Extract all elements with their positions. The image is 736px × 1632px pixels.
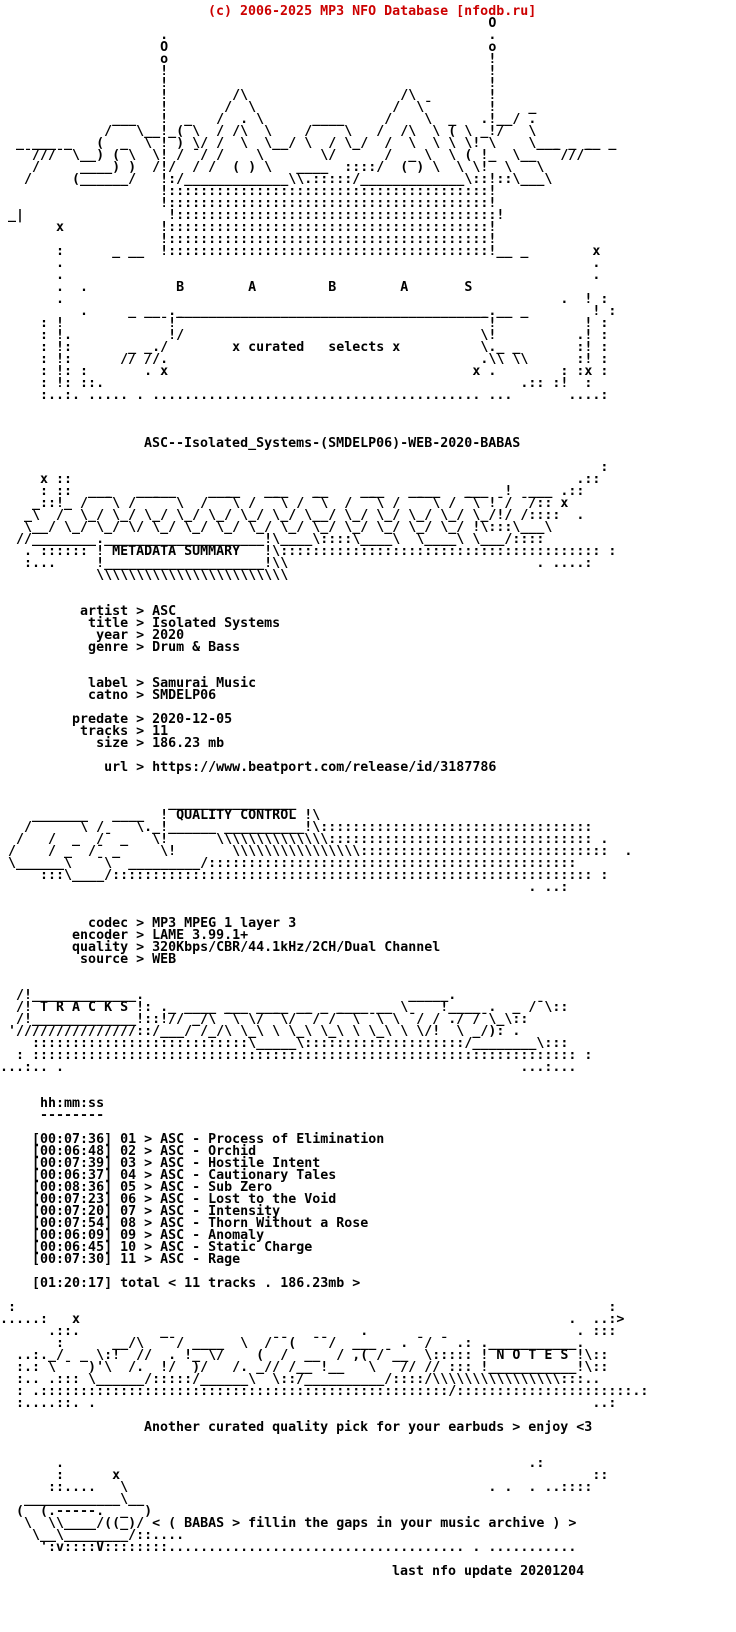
metadata-fields: artist > ASC title > Isolated Systems ye… bbox=[72, 604, 497, 775]
logo-art: O . . O o o ! bbox=[8, 16, 617, 403]
release-name: ASC--Isolated_Systems-(SMDELP06)-WEB-202… bbox=[144, 436, 521, 451]
time-format-header: hh:mm:ss -------- bbox=[40, 1096, 105, 1123]
quality-banner-art: ________________ _______ ____ ! QUALITY … bbox=[8, 796, 633, 895]
footer-art: . .: : x :: ::.... \ bbox=[16, 1456, 609, 1555]
quality-fields: codec > MP3 MPEG 1 layer 3 encoder > LAM… bbox=[72, 916, 441, 967]
site-header: (c) 2006-2025 MP3 NFO Database [nfodb.ru… bbox=[208, 4, 537, 19]
notes-banner-art: : : .....: x . ..:> .::. _ bbox=[0, 1300, 649, 1411]
nfo-document: (c) 2006-2025 MP3 NFO Database [nfodb.ru… bbox=[0, 4, 736, 1579]
notes-text: Another curated quality pick for your ea… bbox=[144, 1420, 593, 1435]
tracklist-total-line: [01:20:17] total < 11 tracks . 186.23mb … bbox=[0, 1276, 361, 1291]
tracks-banner-art: /!_____________. _____. /! T R A C K S !… bbox=[0, 988, 593, 1075]
metadata-banner-art: : x :: .:: : :: ___ _____ ____ ___ __ __… bbox=[16, 460, 617, 583]
track-list: [00:07:36] 01 > ASC - Process of Elimina… bbox=[32, 1132, 385, 1267]
last-update-line: last nfo update 20201204 bbox=[392, 1564, 585, 1579]
